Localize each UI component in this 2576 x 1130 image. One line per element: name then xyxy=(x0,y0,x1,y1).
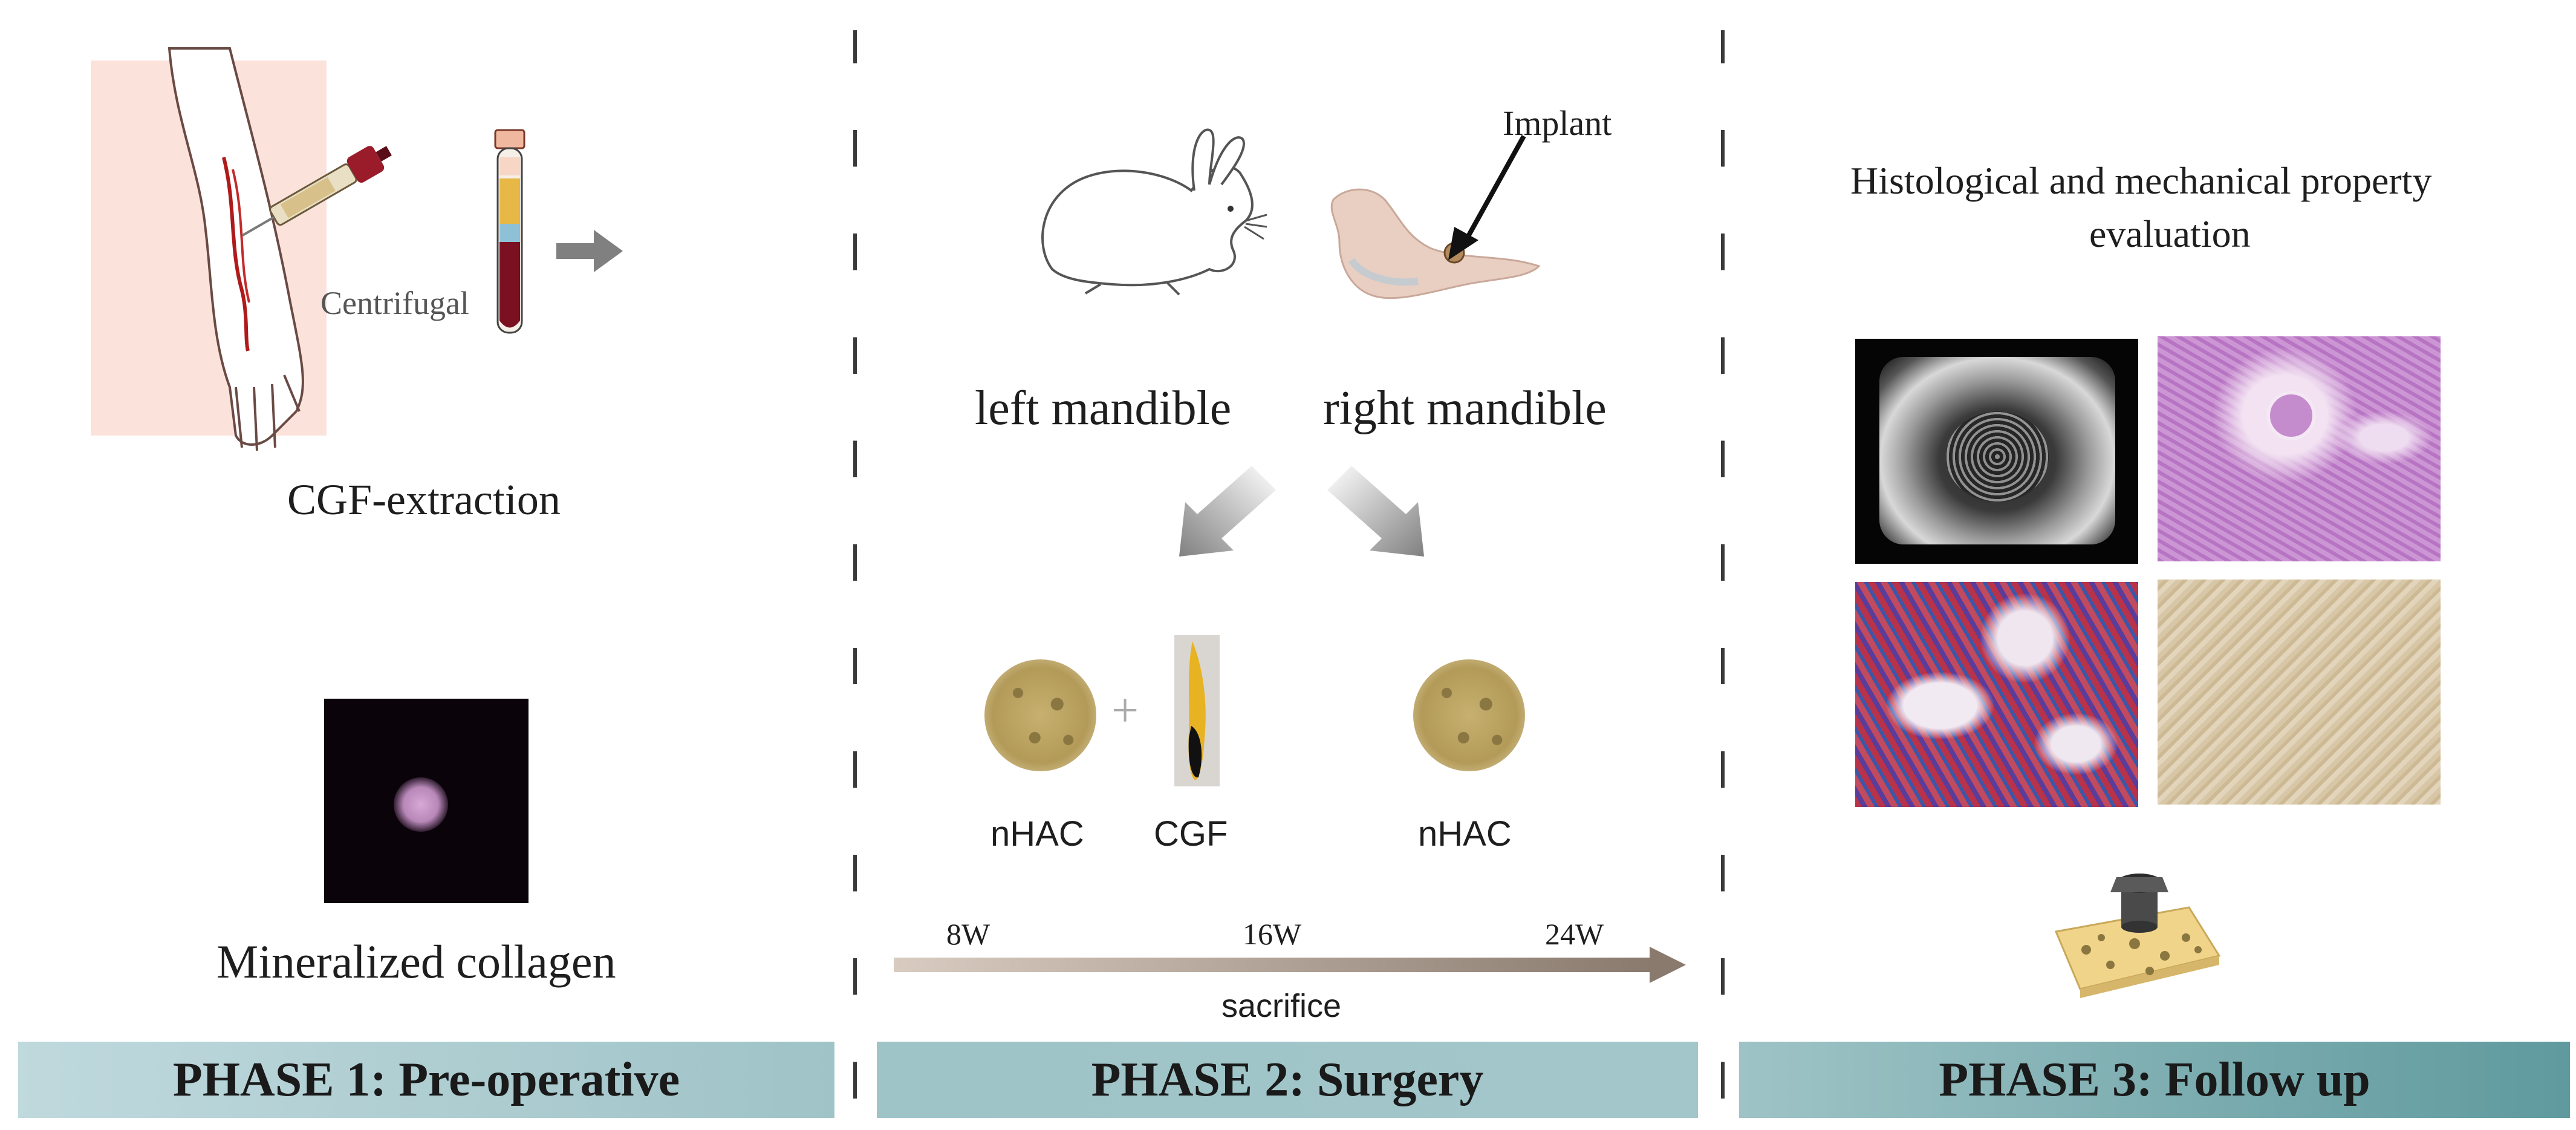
arm-illustration xyxy=(91,47,327,451)
phase3-banner: PHASE 3: Follow up xyxy=(1739,1042,2570,1118)
he-stain-image xyxy=(2158,336,2441,561)
divider-phase1-phase2 xyxy=(853,30,857,1119)
mineralized-collagen-image xyxy=(324,699,529,903)
blood-tube-icon xyxy=(494,129,525,334)
timeline-8w: 8W xyxy=(946,917,990,951)
micro-ct-image xyxy=(1855,339,2138,564)
evaluation-title-line2: evaluation xyxy=(2089,212,2251,255)
mechanical-test-illustration xyxy=(2054,874,2221,998)
nhac-scaffold-left xyxy=(984,659,1096,771)
ihc-stain-image xyxy=(2158,580,2441,805)
centrifugal-label: Centrifugal xyxy=(320,285,469,321)
split-arrow-right-icon xyxy=(1327,466,1424,557)
nhac-scaffold-right xyxy=(1413,659,1525,771)
cgf-membrane-image xyxy=(1174,635,1220,786)
evaluation-title-line1: Histological and mechanical property xyxy=(1850,159,2432,202)
phase1-banner: PHASE 1: Pre-operative xyxy=(18,1042,834,1118)
timeline-arrow xyxy=(894,947,1686,983)
masson-stain-image xyxy=(1855,582,2138,807)
timeline-16w: 16W xyxy=(1243,917,1302,951)
nhac-right-label: nHAC xyxy=(1418,814,1512,854)
syringe-icon xyxy=(241,146,392,237)
rabbit-illustration xyxy=(1041,128,1267,296)
mineralized-collagen-label: Mineralized collagen xyxy=(216,935,616,988)
cgf-extraction-label: CGF-extraction xyxy=(287,475,561,524)
right-mandible-label: right mandible xyxy=(1323,382,1607,435)
left-mandible-label: left mandible xyxy=(975,382,1232,435)
implant-pointer-arrow xyxy=(1448,135,1526,260)
right-arrow-icon xyxy=(556,230,623,272)
nhac-left-label: nHAC xyxy=(990,814,1084,854)
cgf-label: CGF xyxy=(1154,814,1228,854)
plus-sign: + xyxy=(1111,684,1139,737)
sacrifice-label: sacrifice xyxy=(1221,988,1342,1024)
split-arrow-left-icon xyxy=(1179,466,1276,557)
phase2-banner: PHASE 2: Surgery xyxy=(877,1042,1698,1118)
timeline-24w: 24W xyxy=(1545,917,1604,951)
implant-label: Implant xyxy=(1503,103,1612,143)
divider-phase2-phase3 xyxy=(1721,30,1725,1119)
